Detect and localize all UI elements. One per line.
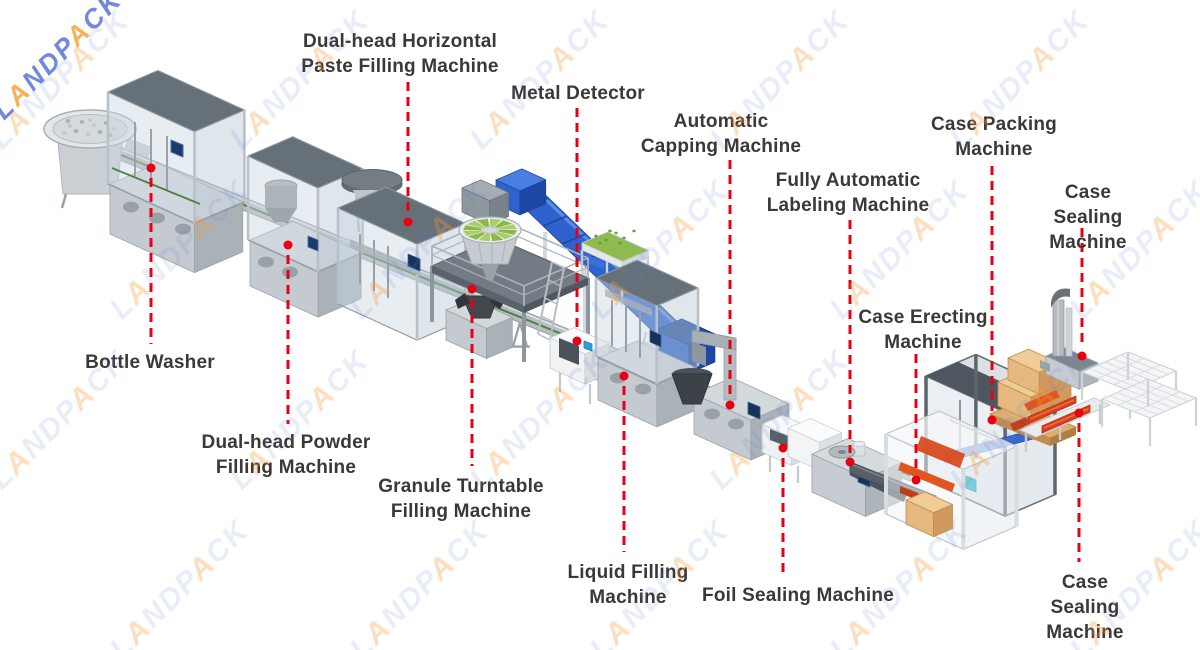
leader-metal-detector [572,108,582,346]
label-labeling-machine: Fully Automatic Labeling Machine [766,170,930,217]
leader-foil-sealing [778,443,788,576]
leader-labeling [845,220,855,467]
label-powder-filling-machine: Dual-head Powder Filling Machine [201,432,371,479]
label-bottle-washer: Bottle Washer [85,352,215,373]
leader-case-sealing-lower [1074,408,1084,562]
case-erector-illustration [884,410,1019,550]
label-paste-filling-machine: Dual-head Horizontal Paste Filling Machi… [301,31,499,78]
leader-case-sealing-upper [1077,228,1087,361]
powder-filler-illustration [246,136,364,318]
leader-paste-filler [403,82,413,227]
label-granule-filling-machine: Granule Turntable Filling Machine [378,476,544,523]
label-case-erecting-machine: Case Erecting Machine [858,307,988,354]
label-foil-sealing-machine: Foil Sealing Machine [702,585,894,606]
leader-capping [725,160,735,410]
leader-granule-filler [467,284,477,466]
granule-filler-illustration [430,179,590,362]
case-sealer-top-illustration [1040,288,1099,390]
label-liquid-filling-machine: Liquid Filling Machine [567,562,689,609]
roller-tables-illustration [1080,351,1198,446]
label-capping-machine: Automatic Capping Machine [640,111,802,158]
leader-case-erecting [911,354,921,485]
label-case-packing-machine: Case Packing Machine [931,114,1057,161]
leader-bottle-washer [146,163,156,344]
bottle-washer-illustration [106,69,246,274]
label-case-sealing-machine-lower: Case Sealing Machine [1046,572,1124,644]
label-case-sealing-machine-upper: Case Sealing Machine [1049,182,1127,254]
leader-liquid-filling [619,371,629,552]
leader-case-packing [987,166,997,425]
label-metal-detector: Metal Detector [511,83,645,104]
leader-powder-filler [283,240,293,424]
